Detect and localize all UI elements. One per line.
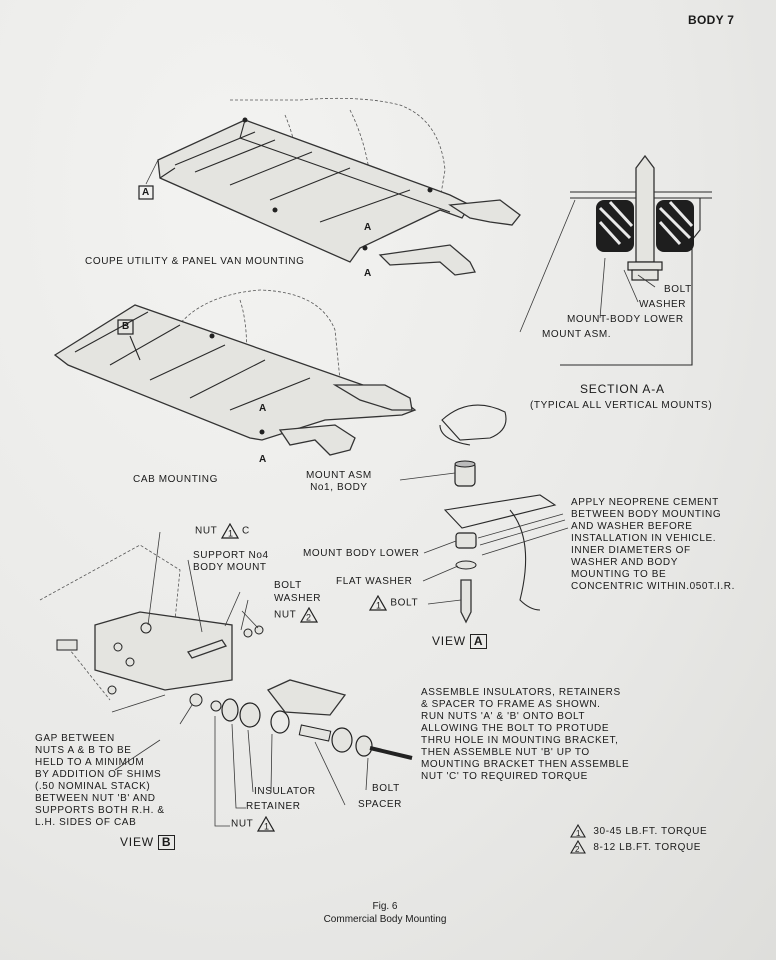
torque-1-triangle-icon: 1 (220, 523, 239, 539)
section-bolt-label: BOLT (664, 284, 692, 295)
view-b-nut-bottom-label: NUT (231, 818, 254, 830)
view-b-nut-c-label: NUT (195, 525, 218, 537)
view-b-drawing (39, 531, 413, 827)
torque-legend-1-text: 30-45 LB.FT. TORQUE (593, 825, 708, 837)
torque-legend-1: 1 30-45 LB.FT. TORQUE (570, 824, 707, 838)
section-title: SECTION A-A (580, 382, 665, 396)
svg-text:1: 1 (376, 601, 382, 611)
marker-a-box: A (142, 187, 150, 198)
marker-a-cab-lower: A (259, 454, 267, 465)
svg-text:1: 1 (228, 529, 234, 539)
figure-caption: Commercial Body Mounting (323, 914, 447, 925)
torque-legend-2: 2 8-12 LB.FT. TORQUE (570, 840, 701, 854)
view-a-bolt-label: BOLT (390, 597, 419, 609)
view-a-caption-marker: A (469, 634, 488, 649)
svg-text:2: 2 (306, 613, 312, 623)
view-a-mount-body-lower-label: MOUNT BODY LOWER (303, 548, 420, 559)
torque-1-triangle-icon: 1 (369, 595, 387, 611)
torque-legend-2-text: 8-12 LB.FT. TORQUE (593, 841, 702, 853)
view-b-nut-c-suffix: C (241, 525, 250, 537)
view-b-bolt-label: BOLT (274, 580, 302, 591)
view-b-washer-label: WASHER (274, 593, 322, 604)
torque-2-triangle-icon: 2 (299, 607, 318, 623)
cab-mounting-label: CAB MOUNTING (133, 474, 218, 485)
torque-1-triangle-icon: 1 (570, 824, 586, 838)
view-b-nut-2-callout: NUT 2 (274, 607, 318, 623)
svg-text:1: 1 (264, 822, 270, 832)
view-a-caption-label: VIEW (432, 634, 466, 648)
coupe-utility-label: COUPE UTILITY & PANEL VAN MOUNTING (85, 256, 305, 267)
view-a-bolt-callout: 1 BOLT (369, 595, 418, 611)
marker-a-upper: A (364, 222, 372, 233)
view-b-insulator-label: INSULATOR (254, 786, 316, 797)
view-a-neoprene-note: APPLY NEOPRENE CEMENT BETWEEN BODY MOUNT… (571, 497, 735, 592)
page-label: BODY 7 (688, 13, 735, 27)
torque-2-triangle-icon: 2 (570, 840, 586, 854)
section-mount-body-lower-label: MOUNT-BODY LOWER (567, 314, 684, 325)
view-b-support-label: SUPPORT No4 BODY MOUNT (193, 550, 269, 573)
view-b-nut-c-callout: NUT 1 C (195, 523, 250, 539)
section-mount-asm-label: MOUNT ASM. (542, 329, 612, 340)
view-b-retainer-label: RETAINER (246, 801, 301, 812)
view-b-nut-1-callout: NUT 1 (231, 816, 275, 832)
torque-1-triangle-icon: 1 (256, 816, 275, 832)
figure-number: Fig. 6 (372, 901, 398, 912)
view-a-mount-asm-label: MOUNT ASM No1, BODY (306, 470, 372, 493)
view-b-nut-label: NUT (274, 609, 297, 621)
view-b-bolt-right-label: BOLT (372, 783, 400, 794)
marker-a-lower: A (364, 268, 372, 279)
view-b-spacer-label: SPACER (358, 799, 402, 810)
view-b-assembly-note: ASSEMBLE INSULATORS, RETAINERS & SPACER … (421, 687, 630, 782)
section-washer-label: WASHER (639, 299, 687, 310)
view-a-flat-washer-label: FLAT WASHER (336, 576, 413, 587)
view-b-caption-label: VIEW (120, 835, 154, 849)
coupe-utility-frame-drawing (138, 97, 521, 276)
view-b-caption-marker: B (157, 835, 176, 850)
view-b-gap-note: GAP BETWEEN NUTS A & B TO BE HELD TO A M… (35, 733, 165, 828)
marker-b-box: B (122, 321, 130, 332)
svg-text:1: 1 (576, 829, 581, 838)
section-subtitle: (TYPICAL ALL VERTICAL MOUNTS) (530, 400, 713, 411)
svg-text:2: 2 (575, 845, 580, 854)
view-a-drawing (399, 404, 569, 624)
marker-a-cab-upper: A (259, 403, 267, 414)
section-a-a-drawing (519, 154, 712, 366)
cab-frame-drawing (53, 289, 417, 456)
